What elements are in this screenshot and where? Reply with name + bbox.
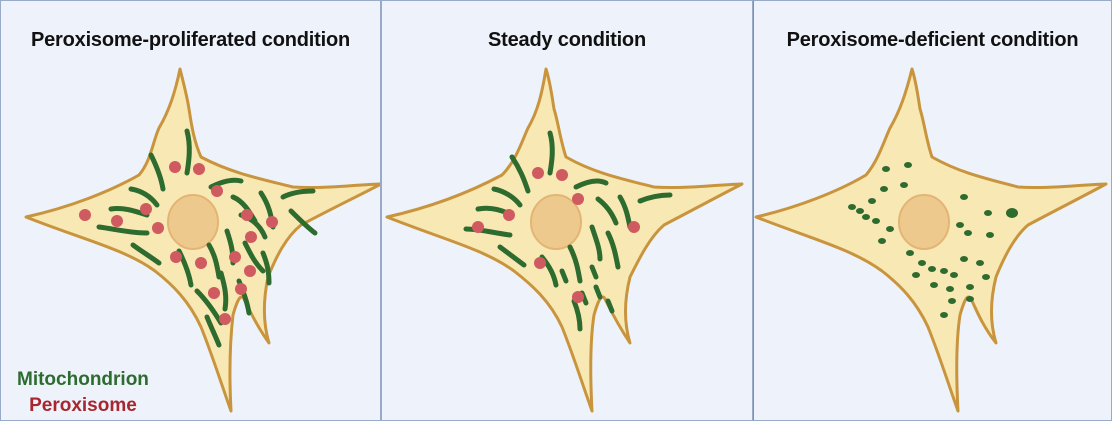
nucleus [899,195,949,249]
legend: Mitochondrion Peroxisome [17,367,149,419]
cell-illustration [382,1,753,421]
cell-illustration [754,1,1112,421]
legend-mitochondrion: Mitochondrion [17,367,149,393]
panel-proliferated: Peroxisome-proliferated condition [0,0,381,421]
nucleus [531,195,581,249]
cell-illustration [1,1,381,421]
nucleus [168,195,218,249]
panel-steady: Steady condition [381,0,753,421]
panel-deficient: Peroxisome-deficient condition [753,0,1112,421]
legend-peroxisome: Peroxisome [17,393,149,419]
